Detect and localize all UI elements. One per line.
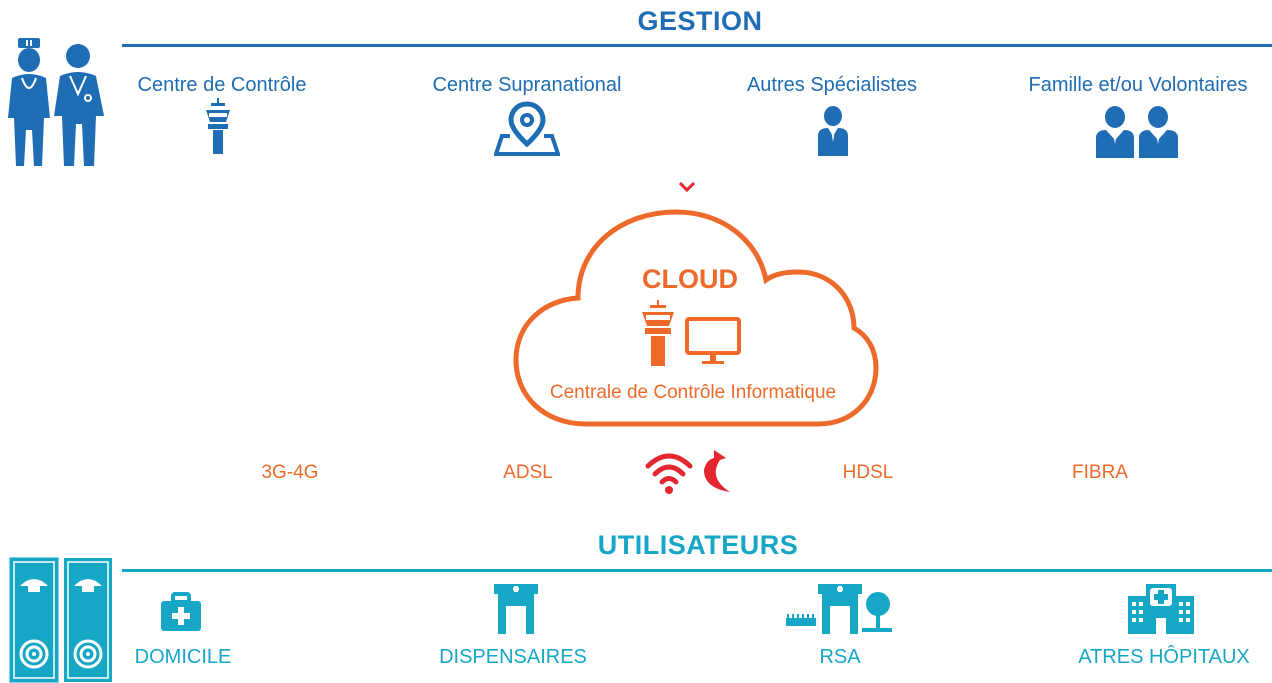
utilisateurs-item-dispensaires: DISPENSAIRES xyxy=(439,646,587,668)
wifi-icon xyxy=(644,450,694,494)
cloud-subtitle: Centrale de Contrôle Informatique xyxy=(549,382,837,403)
gestion-item-centre-controle: Centre de Contrôle xyxy=(137,74,307,96)
utilisateurs-item-domicile: DOMICILE xyxy=(134,646,232,668)
gestion-title: GESTION xyxy=(637,6,763,36)
family-icon xyxy=(1094,106,1180,158)
gestion-item-autres-specialistes: Autres Spécialistes xyxy=(746,74,918,96)
chevron-down-icon xyxy=(679,182,695,192)
hospital-icon xyxy=(1128,582,1194,634)
gestion-item-centre-supranational: Centre Supranational xyxy=(432,74,622,96)
gestion-item-famille-volontaires: Famille et/ou Volontaires xyxy=(1028,74,1248,96)
doctors-icon xyxy=(4,38,112,166)
care-home-icon xyxy=(786,584,894,634)
network-label-3g-4g: 3G-4G xyxy=(261,462,319,483)
gestion-divider xyxy=(122,44,1272,47)
dispensary-icon xyxy=(494,584,538,634)
control-tower-icon xyxy=(640,300,676,368)
control-tower-icon xyxy=(204,98,232,156)
medical-kit-icon xyxy=(160,592,202,632)
computer-monitor-icon xyxy=(684,316,742,366)
monitoring-device-icon xyxy=(8,556,116,683)
utilisateurs-divider xyxy=(122,569,1272,572)
utilisateurs-item-atres-hopitaux: ATRES HÔPITAUX xyxy=(1078,646,1250,668)
data-transfer-arrow-icon xyxy=(696,448,736,496)
map-pin-icon xyxy=(494,100,560,158)
network-label-fibra: FIBRA xyxy=(1072,462,1128,483)
specialist-icon xyxy=(818,106,848,156)
cloud-title: CLOUD xyxy=(642,264,738,294)
utilisateurs-title: UTILISATEURS xyxy=(597,530,799,560)
network-label-adsl: ADSL xyxy=(503,462,553,483)
utilisateurs-item-rsa: RSA xyxy=(819,646,861,668)
network-label-hdsl: HDSL xyxy=(842,462,894,483)
